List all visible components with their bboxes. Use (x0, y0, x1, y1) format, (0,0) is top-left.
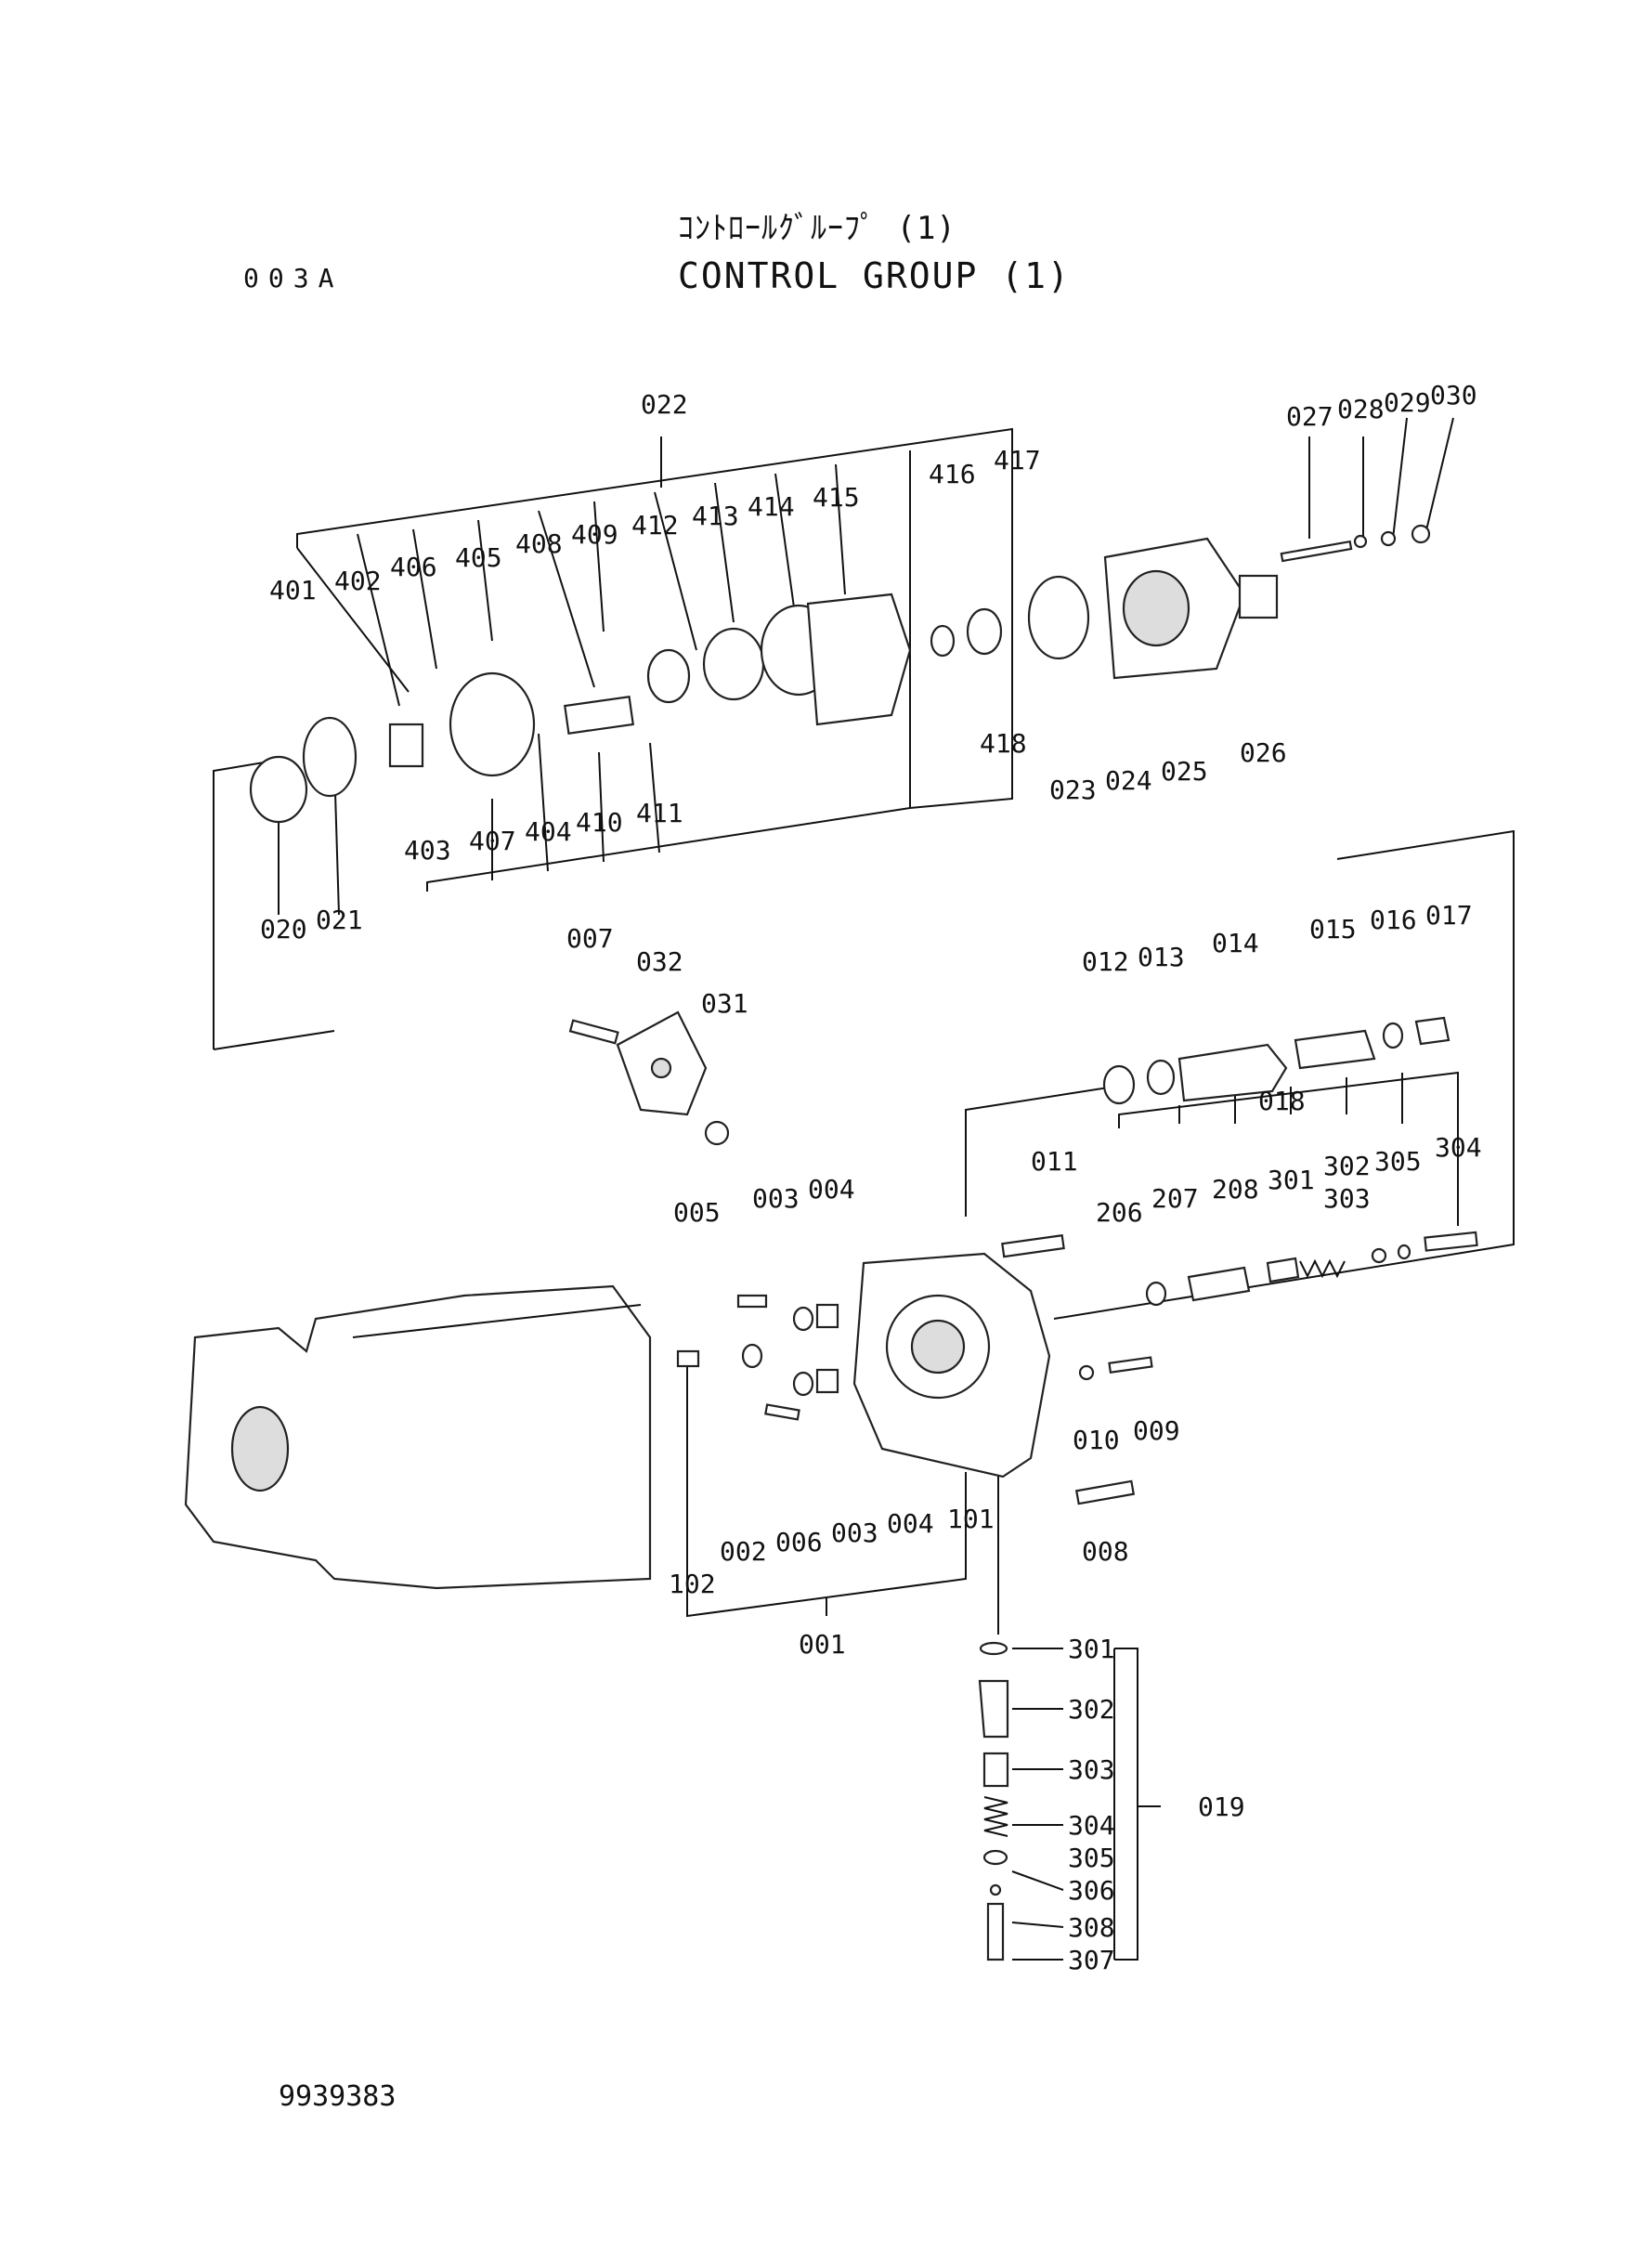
leader-lines (213, 417, 1515, 1961)
callout-411: 411 (636, 798, 683, 828)
callout-404: 404 (525, 816, 572, 847)
callout-024: 024 (1105, 765, 1152, 796)
callout-302: 302 (1068, 1694, 1115, 1725)
callout-403: 403 (404, 835, 451, 866)
callout-208: 305 (1374, 1146, 1422, 1177)
callout-013: 013 (1138, 942, 1185, 972)
callout-303: 303 (1068, 1754, 1115, 1785)
callout-014: 014 (1212, 928, 1259, 958)
callout-016: 016 (1370, 905, 1417, 935)
drawing-number: 9939383 (279, 2080, 397, 2113)
callout-009: 009 (1133, 1415, 1180, 1446)
callout-008: 008 (1082, 1536, 1129, 1567)
callout-418: 418 (980, 728, 1027, 759)
callout-028: 028 (1337, 394, 1385, 424)
callout-007: 007 (566, 923, 614, 954)
diagram-title: CONTROL GROUP (1) (678, 255, 1071, 296)
callout-002: 002 (720, 1536, 767, 1567)
callout-011: 011 (1031, 1146, 1078, 1177)
callout-022: 022 (641, 389, 688, 420)
callout-017: 017 (1425, 900, 1473, 931)
callout-015: 015 (1309, 914, 1357, 945)
callout-410: 410 (576, 807, 623, 838)
callout-023: 023 (1049, 775, 1097, 805)
callout-025: 025 (1161, 756, 1208, 787)
callout-305: 305 (1068, 1843, 1115, 1873)
callout-006: 006 (775, 1527, 823, 1557)
callout-414: 414 (748, 491, 795, 522)
callout-202: 207 (1151, 1183, 1199, 1214)
callout-018: 018 (1258, 1086, 1306, 1116)
callout-019: 019 (1198, 1791, 1245, 1822)
callout-031: 031 (701, 988, 748, 1019)
callout-021: 021 (316, 905, 363, 935)
callout-012: 012 (1082, 946, 1129, 977)
callout-415: 415 (813, 482, 860, 513)
callout-413: 413 (692, 501, 739, 531)
callout-003-lower: 003 (831, 1518, 878, 1548)
callout-409: 409 (571, 519, 618, 550)
callout-029: 029 (1384, 387, 1431, 418)
callout-020: 020 (260, 914, 307, 945)
callout-203: 208 (1212, 1174, 1259, 1205)
callout-005: 005 (673, 1197, 721, 1228)
callout-201: 206 (1096, 1197, 1143, 1228)
callout-416: 416 (929, 459, 976, 489)
callout-307: 307 (1068, 1945, 1115, 1975)
callout-417: 417 (994, 445, 1041, 476)
callout-301: 301 (1068, 1634, 1115, 1664)
callout-405: 405 (455, 542, 502, 573)
callout-030: 030 (1430, 380, 1477, 410)
callout-001: 001 (799, 1629, 846, 1660)
callout-412: 412 (631, 510, 679, 541)
callout-204: 301 (1268, 1165, 1315, 1195)
callout-406: 406 (390, 552, 437, 582)
callout-010: 010 (1073, 1425, 1120, 1455)
callout-402: 402 (334, 566, 382, 596)
callout-401: 401 (269, 575, 317, 606)
callout-407: 407 (469, 826, 516, 856)
parts (184, 524, 1478, 1961)
callout-026: 026 (1240, 737, 1287, 768)
callout-205: 302 (1323, 1151, 1371, 1181)
callout-304: 304 (1068, 1810, 1115, 1841)
callout-032: 032 (636, 946, 683, 977)
callout-308: 308 (1068, 1912, 1115, 1943)
callout-408: 408 (515, 528, 563, 559)
callout-003-upper: 003 (752, 1183, 800, 1214)
callout-004-lower: 004 (887, 1508, 934, 1539)
callout-labels: 022 401 402 406 405 408 409 412 413 414 … (260, 380, 1482, 1975)
callout-101: 101 (947, 1504, 995, 1534)
callout-004-upper: 004 (808, 1174, 855, 1205)
callout-207: 304 (1435, 1132, 1482, 1163)
callout-206: 303 (1323, 1183, 1371, 1214)
callout-027: 027 (1286, 401, 1333, 432)
page-code: 003A (243, 263, 344, 293)
diagram-title-japanese: ｺﾝﾄﾛｰﾙｸﾞﾙｰﾌﾟ (1) (678, 210, 956, 247)
callout-102: 102 (669, 1569, 716, 1599)
callout-306: 306 (1068, 1875, 1115, 1906)
